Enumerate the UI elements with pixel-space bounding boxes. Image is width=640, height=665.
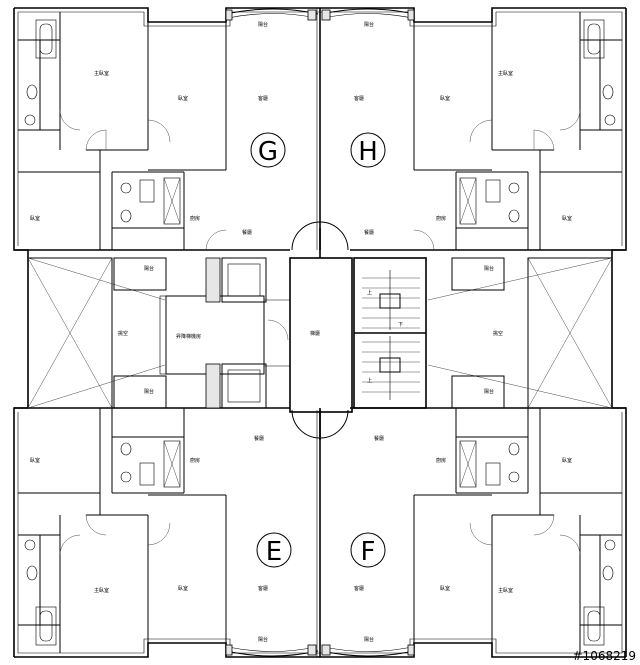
- label-living-room: 客廳: [354, 95, 364, 102]
- label-dining-room: 餐廳: [364, 229, 374, 236]
- label-kitchen: 廚房: [436, 215, 446, 222]
- unit-g-walls: [18, 12, 227, 251]
- label-kitchen: 廚房: [190, 457, 200, 464]
- unit-h-walls: [413, 12, 622, 251]
- label-balcony: 陽台: [144, 265, 154, 272]
- unit-markers: G H E F: [250, 132, 386, 568]
- unit-marker-circle: [250, 132, 286, 168]
- unit-letter: E: [266, 537, 282, 567]
- unit-marker-circle: [350, 532, 386, 568]
- label-living-room: 客廳: [258, 585, 268, 592]
- label-stair-up: 上: [367, 377, 372, 384]
- label-bedroom: 臥室: [562, 215, 572, 222]
- top-balconies: [225, 8, 415, 657]
- label-dining-room: 餐廳: [242, 229, 252, 236]
- label-balcony: 陽台: [364, 21, 374, 28]
- label-master-bedroom: 主臥室: [94, 587, 109, 594]
- label-dining-room: 餐廳: [374, 435, 384, 442]
- label-kitchen: 廚房: [436, 457, 446, 464]
- label-balcony: 陽台: [484, 388, 494, 395]
- label-kitchen: 廚房: [190, 215, 200, 222]
- unit-f-walls: [413, 408, 622, 653]
- unit-letter: H: [358, 137, 378, 167]
- label-master-bedroom: 主臥室: [498, 587, 513, 594]
- label-balcony: 陽台: [364, 636, 374, 643]
- unit-marker-circle: [350, 132, 386, 168]
- label-balcony: 陽台: [484, 265, 494, 272]
- label-living-room: 客廳: [354, 585, 364, 592]
- central-core: [27, 221, 613, 440]
- room-labels: 陽台 陽台 陽台 陽台 主臥室 主臥室 主臥室 主臥室 臥室 臥室 臥室 臥室 …: [30, 21, 572, 643]
- label-void: 挑空: [493, 330, 503, 337]
- label-stair-up: 上: [367, 289, 372, 296]
- label-bedroom: 臥室: [30, 215, 40, 222]
- label-bedroom: 臥室: [440, 585, 450, 592]
- label-bedroom: 臥室: [562, 457, 572, 464]
- label-master-bedroom: 主臥室: [498, 70, 513, 77]
- label-balcony: 陽台: [258, 636, 268, 643]
- label-living-room: 客廳: [258, 95, 268, 102]
- unit-letter: G: [258, 137, 278, 167]
- unit-marker-circle: [256, 532, 292, 568]
- label-lobby: 梯廳: [310, 330, 320, 337]
- label-bedroom: 臥室: [440, 95, 450, 102]
- unit-letter: F: [361, 537, 376, 567]
- stair-treads: [362, 270, 420, 400]
- label-void: 挑空: [118, 330, 128, 337]
- watermark-id: #1068219: [572, 649, 637, 663]
- label-bedroom: 臥室: [30, 457, 40, 464]
- label-dining-room: 餐廳: [254, 435, 264, 442]
- label-elevator-room: 昇降梯機房: [176, 333, 201, 340]
- label-bedroom: 臥室: [178, 585, 188, 592]
- label-stair-down: 下: [398, 322, 403, 328]
- label-master-bedroom: 主臥室: [94, 70, 109, 77]
- label-balcony: 陽台: [144, 388, 154, 395]
- unit-e-walls: [18, 408, 227, 653]
- label-bedroom: 臥室: [178, 95, 188, 102]
- label-balcony: 陽台: [258, 21, 268, 28]
